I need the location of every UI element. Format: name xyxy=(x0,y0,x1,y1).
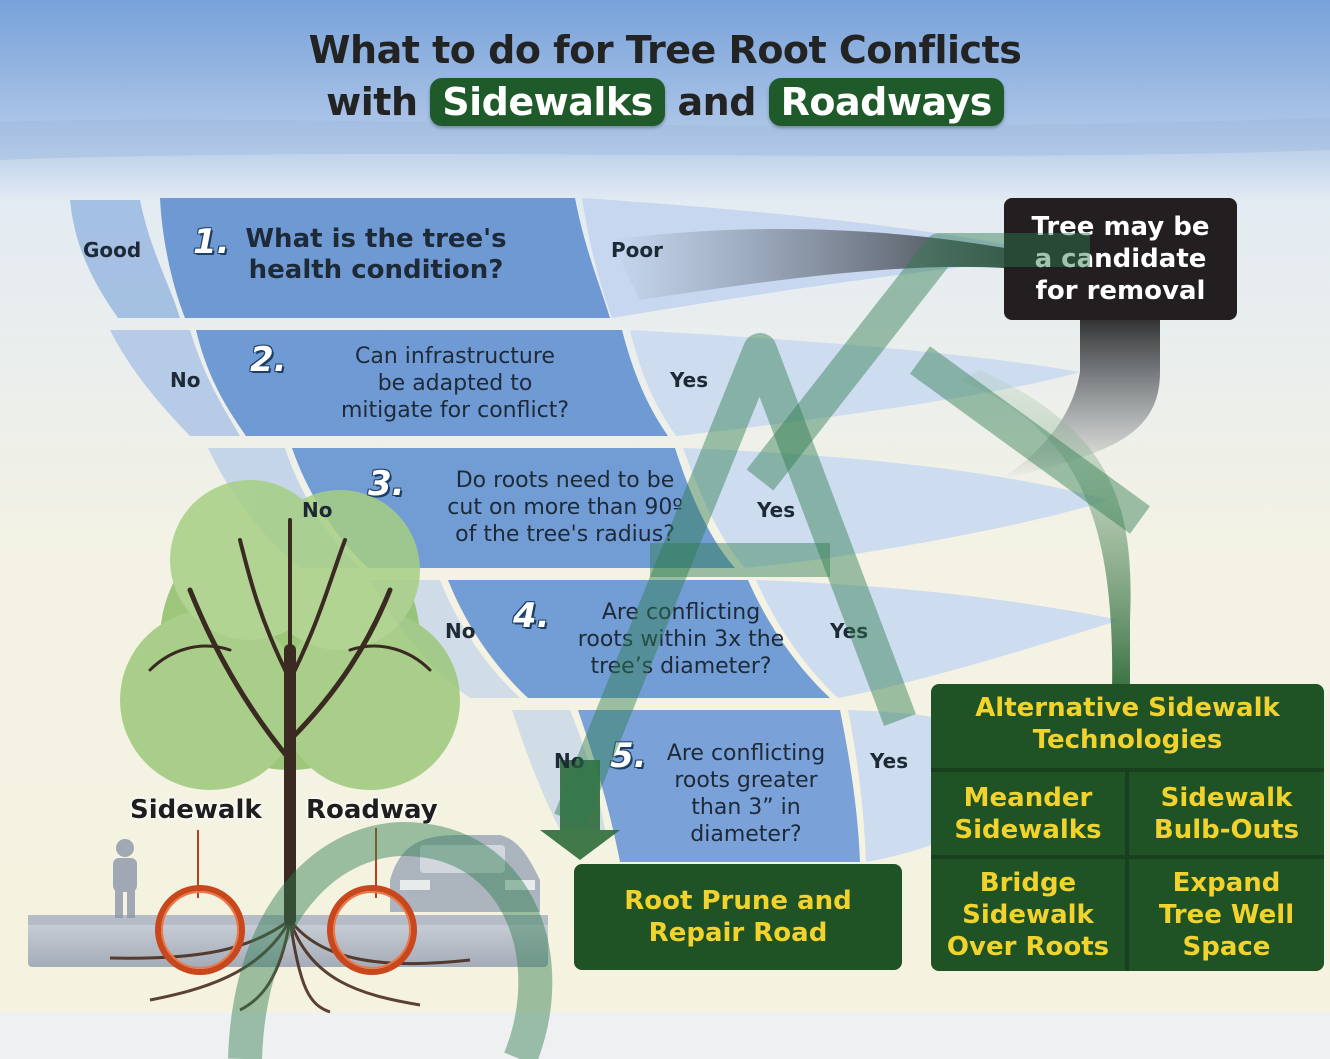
prune-line: Root Prune and xyxy=(624,886,852,916)
title-line-1: What to do for Tree Root Conflicts xyxy=(0,28,1330,72)
step-3-question-line: Do roots need to be xyxy=(455,468,675,493)
step-5-number: 5. xyxy=(610,736,647,776)
root-prune-outcome-box: Root Prune and Repair Road xyxy=(574,864,902,970)
option-meander-sidewalks: Meander Sidewalks xyxy=(931,772,1125,855)
sidewalk-label: Sidewalk xyxy=(130,795,262,825)
alternative-technologies-panel: Alternative Sidewalk Technologies Meande… xyxy=(931,684,1324,971)
option-sidewalk-bulb-outs: Sidewalk Bulb-Outs xyxy=(1129,772,1324,855)
title-line-2: with Sidewalks and Roadways xyxy=(0,78,1330,126)
step-1-right-label: Poor xyxy=(611,238,664,262)
step-5-right-label: Yes xyxy=(870,749,909,773)
option-line: Expand xyxy=(1172,868,1281,898)
step-2-question: Can infrastructure be adapted to mitigat… xyxy=(296,343,614,424)
step-4-question-line: roots within 3x the xyxy=(577,627,785,652)
option-line: Tree Well xyxy=(1158,900,1295,930)
step-3-number: 3. xyxy=(368,464,405,504)
option-line: Sidewalk xyxy=(962,900,1094,930)
step-5-question-line: than 3” in xyxy=(691,795,801,820)
removal-line: Tree may be xyxy=(1031,212,1210,242)
step-4-question: Are conflicting roots within 3x the tree… xyxy=(556,599,806,680)
roadway-label: Roadway xyxy=(306,795,438,825)
step-1-question-line: What is the tree's xyxy=(245,224,507,254)
step-1-left-label: Good xyxy=(83,238,142,262)
alternatives-divider xyxy=(931,855,1324,859)
step-2-left-label: No xyxy=(170,368,201,392)
step-4-right-label: Yes xyxy=(830,619,869,643)
step-5-question-line: Are conflicting xyxy=(666,741,826,766)
option-line: Sidewalk xyxy=(1160,782,1293,813)
removal-line: for removal xyxy=(1035,276,1206,306)
step-2-question-line: Can infrastructure xyxy=(355,344,555,369)
alternatives-divider xyxy=(1125,772,1129,971)
step-5-question-line: roots greater xyxy=(674,768,818,793)
alternatives-title: Alternative Sidewalk Technologies xyxy=(931,692,1324,756)
removal-outcome-box: Tree may be a candidate for removal xyxy=(1004,198,1237,320)
title-and: and xyxy=(677,80,757,124)
step-5-left-label: No xyxy=(554,749,585,773)
option-line: Meander xyxy=(963,782,1093,813)
prune-line: Repair Road xyxy=(648,918,828,948)
alternatives-title-line: Alternative Sidewalk xyxy=(975,693,1280,723)
step-4-question-line: Are conflicting xyxy=(601,600,761,625)
step-1-number: 1. xyxy=(193,222,230,262)
option-expand-tree-well: Expand Tree Well Space xyxy=(1129,859,1324,971)
alternatives-title-line: Technologies xyxy=(1032,725,1223,755)
option-line: Bridge xyxy=(979,868,1077,898)
step-1-question: What is the tree's health condition? xyxy=(236,224,516,286)
option-line: Space xyxy=(1182,932,1271,962)
step-2-right-label: Yes xyxy=(670,368,709,392)
step-4-number: 4. xyxy=(513,596,550,636)
step-2-question-line: mitigate for conflict? xyxy=(341,398,569,423)
step-5-question: Are conflicting roots greater than 3” in… xyxy=(648,740,844,848)
step-3-question-line: cut on more than 90º xyxy=(447,495,683,520)
option-line: Over Roots xyxy=(946,932,1110,962)
title-with: with xyxy=(326,80,418,124)
step-3-left-label: No xyxy=(302,498,333,522)
step-1-question-line: health condition? xyxy=(248,255,504,285)
title-text: What to do for Tree Root Conflicts xyxy=(308,28,1022,72)
option-bridge-sidewalk: Bridge Sidewalk Over Roots xyxy=(931,859,1125,971)
option-line: Bulb-Outs xyxy=(1153,814,1300,845)
step-2-number: 2. xyxy=(250,340,287,380)
option-line: Sidewalks xyxy=(954,814,1102,845)
title-highlight-sidewalks: Sidewalks xyxy=(430,78,665,126)
step-2-question-line: be adapted to xyxy=(377,371,533,396)
step-4-left-label: No xyxy=(445,619,476,643)
step-4-question-line: tree’s diameter? xyxy=(590,654,772,679)
alternatives-divider xyxy=(931,768,1324,772)
step-3-question: Do roots need to be cut on more than 90º… xyxy=(410,467,720,548)
step-5-question-line: diameter? xyxy=(690,822,802,847)
step-3-question-line: of the tree's radius? xyxy=(455,522,675,547)
title-highlight-roadways: Roadways xyxy=(768,78,1004,126)
removal-line: a candidate xyxy=(1034,244,1207,274)
step-3-right-label: Yes xyxy=(757,498,796,522)
